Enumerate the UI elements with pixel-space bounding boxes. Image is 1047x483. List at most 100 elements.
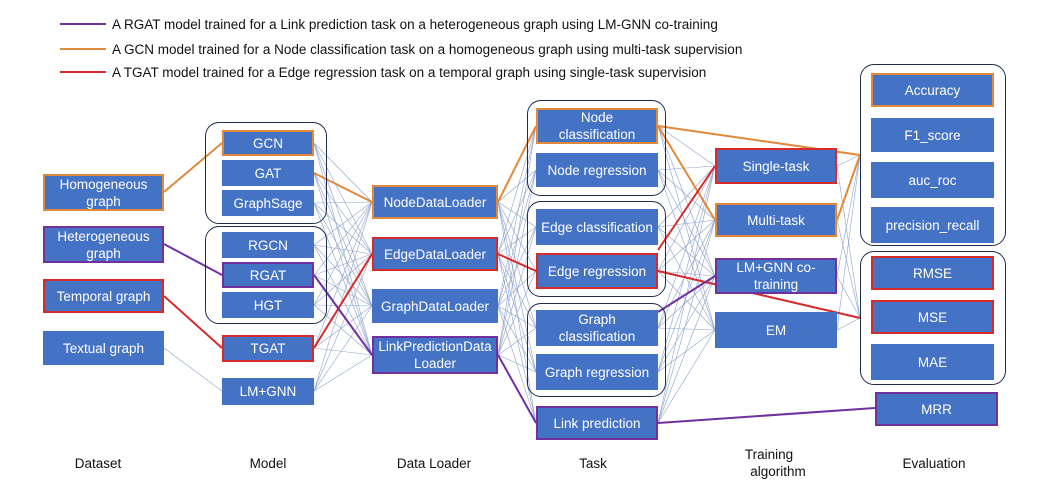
thin-connector [313,201,373,349]
orange-path-segment [313,172,373,203]
thin-connector [497,354,537,373]
thin-connector [657,275,716,373]
thin-connector [657,219,716,329]
thin-connector [313,142,373,255]
column-label-training-line2: algorithm [750,464,806,479]
model-lm-gnn[interactable]: LM+GNN [222,378,314,405]
thin-connector [313,201,373,392]
red-path-segment [657,165,716,251]
thin-connector [657,219,716,424]
task-node-classification[interactable]: Node classification [536,108,658,144]
dataset-heterogeneous-graph[interactable]: Heterogeneous graph [43,226,164,263]
eval-auc-roc[interactable]: auc_roc [871,162,994,198]
thin-connector [836,219,861,319]
loader-graph[interactable]: GraphDataLoader [372,289,498,323]
thin-connector [313,305,373,392]
task-edge-regression[interactable]: Edge regression [536,253,658,289]
dataset-textual-graph[interactable]: Textual graph [43,331,164,365]
dataset-homogeneous-graph[interactable]: Homogeneous graph [43,174,164,211]
thin-connector [836,154,861,277]
legend-label-orange: A GCN model trained for a Node classific… [112,41,743,57]
model-hgt[interactable]: HGT [222,292,314,318]
model-graphsage[interactable]: GraphSage [222,190,314,216]
orange-path-segment [497,125,537,203]
thin-connector [657,219,716,228]
dataset-temporal-graph[interactable]: Temporal graph [43,279,164,313]
eval-f1-score[interactable]: F1_score [871,118,994,152]
thin-connector [657,165,716,329]
thin-connector [657,219,716,272]
legend-item-red: A TGAT model trained for a Edge regressi… [60,62,706,82]
thin-connector [657,165,716,228]
legend-item-orange: A GCN model trained for a Node classific… [60,39,742,59]
column-label-dataset: Dataset [74,456,122,471]
column-label-training-line1: Training [744,447,794,462]
legend-item-purple: A RGAT model trained for a Link predicti… [60,14,718,34]
task-edge-classification[interactable]: Edge classification [536,209,658,245]
thin-connector [313,253,373,276]
thin-connector [497,125,537,255]
thin-connector [313,202,373,307]
thin-connector [657,169,716,331]
model-gcn[interactable]: GCN [222,130,314,156]
task-group-edge [527,201,666,297]
eval-mse[interactable]: MSE [871,300,994,334]
model-tgat[interactable]: TGAT [222,335,314,362]
thin-connector [657,165,716,373]
column-label-model: Model [249,456,287,471]
thin-connector [836,154,861,167]
thin-connector [497,305,537,329]
loader-link-prediction[interactable]: LinkPredictionDataLoader [372,336,498,374]
orange-path-segment [657,125,716,221]
training-multi-task[interactable]: Multi-task [715,203,837,237]
task-group-graph [527,303,666,397]
thin-connector [313,172,373,356]
model-rgcn[interactable]: RGCN [222,232,314,258]
task-graph-regression[interactable]: Graph regression [536,354,658,390]
thin-connector [313,253,373,392]
thin-connector [313,201,373,276]
training-lm-gnn-co-training[interactable]: LM+GNN co-training [715,258,837,294]
eval-rmse[interactable]: RMSE [871,256,994,290]
red-path-segment [657,270,861,319]
task-node-regression[interactable]: Node regression [536,153,658,187]
training-em[interactable]: EM [715,312,837,348]
thin-connector [657,275,716,329]
thin-connector [313,202,373,356]
column-label-data-loader: Data Loader [396,456,472,471]
thin-connector [497,201,537,228]
thin-connector [163,347,223,392]
model-rgat[interactable]: RGAT [222,262,314,288]
thin-connector [657,270,716,331]
thin-connector [836,275,861,319]
column-label-evaluation: Evaluation [902,456,966,471]
eval-mae[interactable]: MAE [871,344,994,380]
task-graph-classification[interactable]: Graph classification [536,310,658,346]
thin-connector [657,329,716,424]
eval-precision-recall[interactable]: precision_recall [871,207,994,243]
thin-connector [497,226,537,307]
thin-connector [497,169,537,307]
thin-connector [657,125,716,167]
thin-connector [497,125,537,356]
thin-connector [657,165,716,272]
loader-edge[interactable]: EdgeDataLoader [372,237,498,271]
red-path-segment [313,253,373,349]
legend-swatch-red [60,71,106,73]
eval-accuracy[interactable]: Accuracy [871,73,994,107]
purple-path-segment [497,354,537,424]
model-gat[interactable]: GAT [222,160,314,186]
legend-swatch-purple [60,23,106,25]
thin-connector [657,125,716,331]
thin-connector [497,270,537,307]
thin-connector [313,142,373,307]
eval-mrr[interactable]: MRR [875,392,998,426]
legend-swatch-orange [60,48,106,50]
training-single-task[interactable]: Single-task [715,148,837,184]
eval-group-classification [860,64,1006,246]
task-link-prediction[interactable]: Link prediction [536,406,658,440]
purple-path-segment [657,275,716,313]
purple-path-segment [657,407,876,424]
thin-connector [313,274,373,307]
loader-node[interactable]: NodeDataLoader [372,185,498,219]
